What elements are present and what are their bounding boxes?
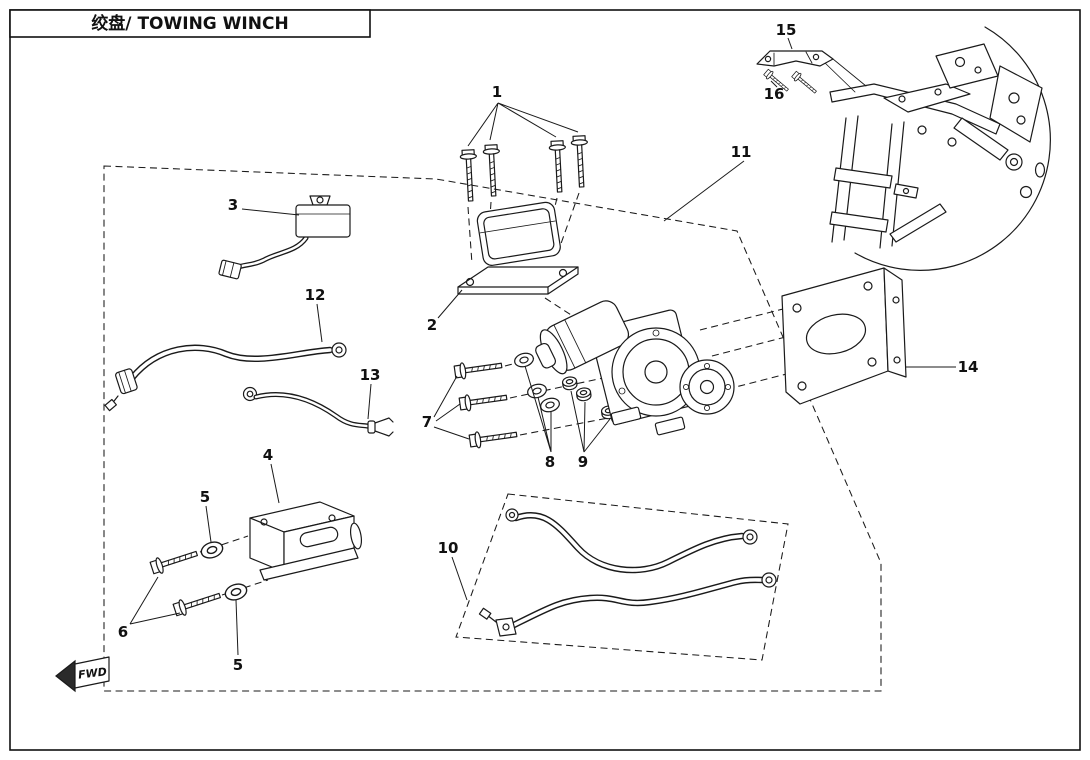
callout-11: 11 xyxy=(731,143,752,161)
part-2-contactor-box xyxy=(457,201,579,295)
part-1-bolts xyxy=(459,134,591,202)
part-7-bolts xyxy=(453,356,519,450)
callout-13: 13 xyxy=(360,366,381,384)
winch-motor-assembly xyxy=(535,300,735,436)
fwd-direction-marker: FWD xyxy=(55,656,110,693)
callout-2: 2 xyxy=(427,316,437,334)
cable-group-dashed-region xyxy=(455,493,789,661)
part-3-relay xyxy=(218,195,351,280)
callout-6: 6 xyxy=(118,623,128,641)
callout-labels: 1 2 3 4 5 5 6 7 8 9 10 11 12 13 14 15 16 xyxy=(118,21,979,674)
part-5-washers xyxy=(198,538,250,604)
part-10-battery-cables xyxy=(478,508,777,637)
title-box xyxy=(9,9,371,38)
part-15-bracket xyxy=(756,50,834,67)
part-13-cable xyxy=(242,386,394,437)
callout-7: 7 xyxy=(422,413,432,431)
callout-12: 12 xyxy=(305,286,326,304)
part-4-mount-bracket xyxy=(249,501,363,581)
page-title: 绞盘/ TOWING WINCH xyxy=(91,13,288,34)
callout-1: 1 xyxy=(492,83,502,101)
callout-14: 14 xyxy=(958,358,979,376)
callout-5a: 5 xyxy=(200,488,210,506)
callout-9: 9 xyxy=(578,453,588,471)
part-12-cable xyxy=(104,342,347,412)
callout-10: 10 xyxy=(438,539,459,557)
callout-4: 4 xyxy=(263,446,273,464)
callout-3: 3 xyxy=(228,196,238,214)
callout-15: 15 xyxy=(776,21,797,39)
callout-8: 8 xyxy=(545,453,555,471)
fwd-arrowhead-icon xyxy=(55,659,76,693)
frame-assembly xyxy=(823,26,1051,271)
outer-border xyxy=(9,9,1081,751)
callout-5b: 5 xyxy=(233,656,243,674)
leader-lines xyxy=(129,37,956,656)
fwd-label: FWD xyxy=(77,665,107,681)
part-14-mount-plate xyxy=(781,267,907,405)
callout-16: 16 xyxy=(764,85,785,103)
